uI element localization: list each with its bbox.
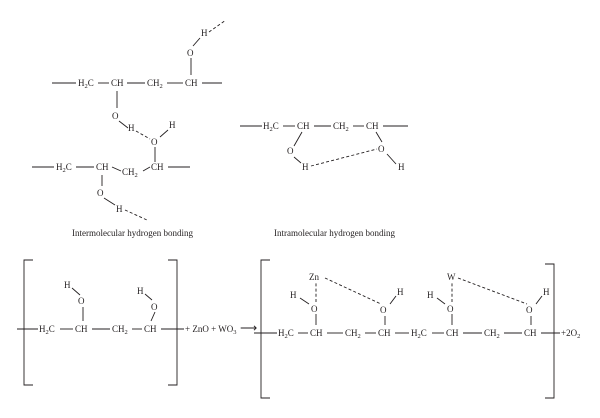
intramolecular-structure: H2C CH CH2 CH O H O H bbox=[240, 121, 408, 172]
lower-chain-ch-2: CH bbox=[151, 162, 164, 172]
upper-chain-ch-2: CH bbox=[185, 78, 198, 88]
upper-right-hydrogen: H bbox=[201, 28, 208, 38]
upper-right-oxygen: O bbox=[187, 48, 194, 58]
reactant-ch-1: CH bbox=[75, 324, 88, 334]
product-h2c-2: H2C bbox=[411, 328, 427, 340]
product-structure: H2C CH CH2 CH H2C CH CH2 CH O H Zn O H O… bbox=[254, 259, 560, 399]
lower-right-hydrogen: H bbox=[169, 120, 176, 130]
lower-right-oxygen: O bbox=[151, 137, 158, 147]
lower-left-oxygen: O bbox=[97, 188, 104, 198]
product-h2c-1: H2C bbox=[278, 328, 294, 340]
intermolecular-structure: H2C CH CH2 CH O H O H O H H2C CH CH2 CH bbox=[32, 19, 227, 221]
product-oxygen-2: O bbox=[380, 305, 387, 315]
reactant-h2c: H2C bbox=[39, 324, 55, 336]
lower-left-hydrogen: H bbox=[116, 204, 123, 214]
intra-left-hydrogen: H bbox=[302, 162, 309, 172]
upper-left-hydrogen: H bbox=[128, 123, 135, 133]
product-oxygen-1: O bbox=[311, 304, 318, 314]
product-hydrogen-2: H bbox=[397, 287, 404, 297]
upper-chain-ch2: CH2 bbox=[147, 78, 163, 90]
intra-left-oxygen: O bbox=[287, 146, 294, 156]
lower-chain-ch2: CH2 bbox=[122, 167, 138, 179]
product-ch2-2: CH2 bbox=[484, 328, 500, 340]
product-ch-4: CH bbox=[524, 328, 537, 338]
upper-chain-h2c: H2C bbox=[78, 78, 94, 90]
product-hydrogen-4: H bbox=[543, 287, 550, 297]
reactant-left-oxygen: O bbox=[78, 296, 85, 306]
product-ch-2: CH bbox=[378, 328, 391, 338]
intra-ch-2: CH bbox=[366, 121, 379, 131]
caption-intermolecular: Intermolecular hydrogen bonding bbox=[72, 228, 193, 238]
intra-right-oxygen: O bbox=[378, 144, 385, 154]
lower-chain-h2c: H2C bbox=[56, 162, 72, 174]
zinc-label: Zn bbox=[309, 272, 319, 282]
lower-chain-ch-1: CH bbox=[96, 162, 109, 172]
reactant-structure: H2C CH CH2 CH O H O H bbox=[17, 259, 184, 386]
upper-left-oxygen: O bbox=[112, 111, 119, 121]
product-hydrogen-3: H bbox=[427, 290, 434, 300]
intra-ch2: CH2 bbox=[333, 121, 349, 133]
reactant-ch-2: CH bbox=[144, 324, 157, 334]
intra-h2c: H2C bbox=[263, 121, 279, 133]
product-ch2-1: CH2 bbox=[345, 328, 361, 340]
product-oxygen-4: O bbox=[526, 305, 533, 315]
reactant-right-hydrogen: H bbox=[137, 286, 144, 296]
reagents-label: + ZnO + WO3 bbox=[185, 324, 236, 336]
product-ch-1: CH bbox=[310, 328, 323, 338]
reactant-ch2: CH2 bbox=[112, 324, 128, 336]
product-hydrogen-1: H bbox=[290, 290, 297, 300]
tungsten-label: W bbox=[447, 272, 456, 282]
product-ch-3: CH bbox=[446, 328, 459, 338]
reaction-arrow: ⟶ bbox=[240, 321, 257, 335]
upper-chain-ch-1: CH bbox=[111, 78, 124, 88]
caption-intramolecular: Intramolecular hydrogen bonding bbox=[274, 228, 395, 238]
intra-ch-1: CH bbox=[297, 121, 310, 131]
reactant-right-oxygen: O bbox=[151, 302, 158, 312]
intra-right-hydrogen: H bbox=[398, 162, 405, 172]
reactant-left-hydrogen: H bbox=[64, 280, 71, 290]
product-suffix: +2O2 bbox=[561, 328, 580, 340]
product-oxygen-3: O bbox=[447, 304, 454, 314]
